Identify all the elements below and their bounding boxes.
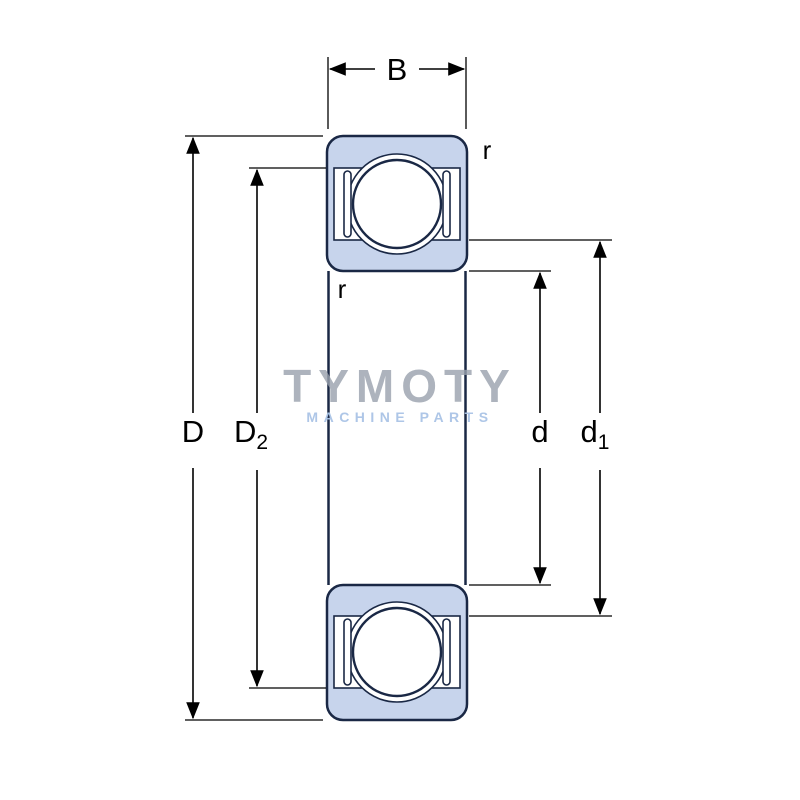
label-d1: d1	[581, 414, 610, 454]
label-D2-base: D	[234, 414, 256, 449]
bearing-cross-section	[325, 134, 469, 722]
bottom-left-shield	[343, 618, 352, 686]
watermark: TYMOTY MACHINE PARTS	[283, 360, 517, 425]
bottom-ring-section	[325, 583, 469, 722]
label-r-inner: r	[338, 274, 347, 304]
top-ring-section	[325, 134, 469, 273]
top-left-shield	[343, 170, 352, 238]
watermark-subtitle: MACHINE PARTS	[306, 409, 493, 425]
bottom-ball	[351, 606, 443, 698]
dimension-B: B	[327, 52, 467, 129]
dimension-d: d	[469, 270, 551, 586]
label-B: B	[387, 52, 408, 87]
label-d1-base: d	[581, 414, 598, 449]
label-D2-sub: 2	[256, 431, 268, 454]
top-ball	[351, 158, 443, 250]
top-right-shield	[442, 170, 451, 238]
label-d1-sub: 1	[598, 431, 610, 454]
dimension-d1: d1	[469, 239, 612, 617]
watermark-title: TYMOTY	[283, 360, 517, 412]
bottom-right-shield	[442, 618, 451, 686]
dimension-D2: D2	[234, 167, 326, 689]
label-D: D	[182, 414, 204, 449]
dimension-D: D	[182, 135, 323, 721]
label-D2: D2	[234, 414, 268, 454]
label-d: d	[531, 414, 548, 449]
label-r-outer: r	[483, 135, 492, 165]
